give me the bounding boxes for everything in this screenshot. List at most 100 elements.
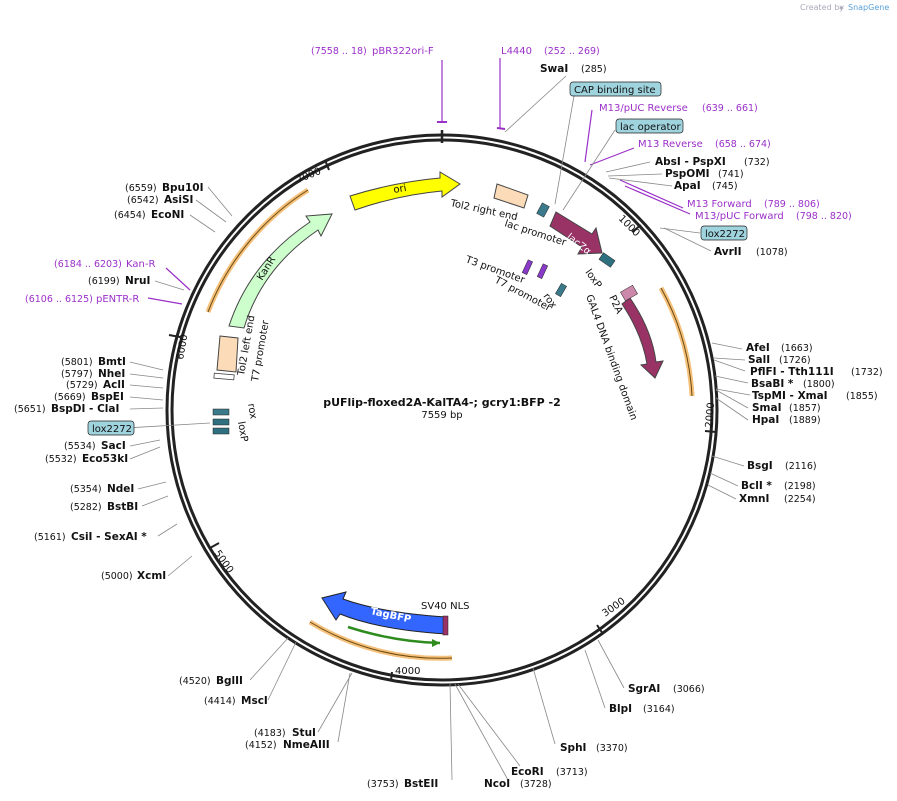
green-orf-arc: [347, 625, 441, 645]
svg-text:BspEI: BspEI: [91, 391, 124, 403]
enzyme-bmti[interactable]: (5801)BmtI: [61, 356, 126, 368]
lox2272-box-right[interactable]: lox2272: [700, 225, 748, 241]
enzyme-acli[interactable]: (5729)AclI: [66, 379, 125, 391]
svg-text:(6542): (6542): [127, 195, 159, 206]
primer-m13-forward[interactable]: M13 Forward (789 .. 806): [687, 199, 820, 210]
enzyme-bcli[interactable]: BclI *(2198): [741, 480, 816, 492]
ori-feature[interactable]: [349, 171, 461, 211]
t3-promoter-feature[interactable]: [521, 259, 534, 275]
enzyme-eco53ki[interactable]: (5532)Eco53kI: [45, 453, 128, 465]
svg-text:(789 .. 806): (789 .. 806): [764, 199, 820, 210]
tol2-left-end-feature[interactable]: [216, 335, 239, 373]
enzyme-sphi[interactable]: SphI(3370): [560, 742, 628, 754]
enzyme-bspdi-clai[interactable]: (5651)BspDI - ClaI: [14, 403, 119, 415]
tick-6000: 6000: [168, 334, 190, 361]
sv40-nls-feature[interactable]: [442, 615, 449, 636]
enzyme-nrui[interactable]: (6199)NruI: [88, 275, 150, 287]
lox2272-label-right: lox2272: [705, 229, 745, 240]
enzyme-smai[interactable]: SmaI(1857): [752, 402, 821, 414]
enzyme-nmeaiii[interactable]: (4152)NmeAIII: [245, 739, 330, 751]
svg-text:StuI: StuI: [292, 727, 316, 739]
enzyme-tspmi-xmai[interactable]: TspMI - XmaI(1855): [752, 390, 878, 402]
enzyme-absi-pspxi[interactable]: AbsI - PspXI(732): [655, 156, 770, 168]
lacz-alpha-feature[interactable]: [549, 211, 603, 255]
enzyme-nhei[interactable]: (5797) NheI: [61, 368, 125, 380]
svg-text:(3370): (3370): [596, 743, 628, 754]
enzyme-csii-sexai[interactable]: (5161)CsiI - SexAI *: [34, 531, 147, 543]
loxp-feature-right[interactable]: [598, 252, 616, 268]
enzyme-bsabi[interactable]: BsaBI *(1800): [751, 378, 835, 390]
lac-operator-box[interactable]: lac operator: [615, 118, 684, 134]
enzyme-bglii[interactable]: (4520)BglII: [179, 675, 243, 687]
enzyme-asisi[interactable]: (6542) AsiSI: [127, 194, 193, 206]
t7-promoter-left-mark[interactable]: [213, 372, 235, 381]
svg-text:(1078): (1078): [756, 247, 788, 258]
enzyme-bstbi[interactable]: (5282)BstBI: [70, 501, 138, 513]
enzyme-bspei[interactable]: (5669) BspEI: [54, 391, 124, 403]
primer-pbr322ori-f[interactable]: (7558 .. 18) pBR322ori-F: [311, 46, 434, 57]
svg-text:(5797): (5797): [61, 369, 93, 380]
enzyme-xcmi[interactable]: (5000)XcmI: [101, 570, 166, 582]
enzyme-sali[interactable]: SalI(1726): [748, 354, 811, 366]
enzyme-apai[interactable]: ApaI(745): [674, 180, 738, 192]
svg-text:NheI: NheI: [98, 368, 125, 380]
enzyme-econi[interactable]: (6454)EcoNI: [114, 209, 184, 221]
primer-l4440[interactable]: L4440 (252 .. 269): [501, 46, 600, 57]
plasmid-name: pUFlip-floxed2A-KalTA4-; gcry1:BFP -2: [323, 396, 561, 409]
primer-m13-reverse[interactable]: M13 Reverse (658 .. 674): [638, 139, 771, 150]
enzyme-sgrai[interactable]: SgrAI(3066): [628, 683, 705, 695]
enzyme-ndei[interactable]: (5354)NdeI: [70, 483, 134, 495]
svg-text:(5532): (5532): [45, 454, 77, 465]
primer-m13-puc-forward[interactable]: M13/pUC Forward (798 .. 820): [695, 211, 852, 222]
lox2272-feature-left[interactable]: [212, 427, 230, 435]
enzyme-avrii[interactable]: AvrII(1078): [714, 246, 788, 258]
t7-promoter-feature[interactable]: [536, 263, 549, 279]
snapgene-logo-icon: ✦: [838, 4, 845, 13]
svg-text:Kan-R: Kan-R: [126, 259, 155, 270]
svg-text:MscI: MscI: [241, 695, 268, 707]
enzyme-ncoi[interactable]: NcoI(3728): [484, 778, 552, 790]
tick-2000: 2000: [704, 402, 717, 433]
enzyme-pflfi-tth111i[interactable]: PflFI - Tth111I(1732): [750, 366, 883, 378]
enzyme-bpu10i[interactable]: (6559)Bpu10I: [125, 182, 204, 194]
enzyme-pspomi[interactable]: PspOMI(741): [665, 168, 744, 180]
ori-label: ori: [393, 183, 408, 196]
svg-text:SalI: SalI: [748, 354, 770, 366]
enzyme-afei[interactable]: AfeI(1663): [746, 342, 813, 354]
enzyme-saci[interactable]: (5534)SacI: [64, 440, 126, 452]
cap-binding-site-box[interactable]: CAP binding site: [569, 81, 662, 97]
sv40-nls-label: SV40 NLS: [421, 601, 470, 612]
enzyme-ecori[interactable]: EcoRI(3713): [511, 766, 588, 778]
tick-7000: 7000: [295, 159, 330, 186]
svg-text:(6106 .. 6125): (6106 .. 6125): [25, 294, 93, 305]
lox2272-box-left[interactable]: lox2272: [87, 420, 135, 436]
lac-operator-mark[interactable]: [536, 202, 550, 218]
kanr-feature[interactable]: [228, 213, 333, 329]
svg-text:BspDI - ClaI: BspDI - ClaI: [51, 403, 119, 415]
gal4-feature[interactable]: [621, 297, 664, 379]
cap-binding-site-label: CAP binding site: [574, 85, 656, 96]
enzyme-swai[interactable]: SwaI(285): [540, 63, 607, 75]
svg-text:EcoNI: EcoNI: [151, 209, 184, 221]
svg-text:(5669): (5669): [54, 392, 86, 403]
enzyme-bsteii[interactable]: (3753)BstEII: [367, 778, 438, 790]
p2a-feature[interactable]: [620, 284, 638, 302]
enzyme-stui[interactable]: (4183)StuI: [254, 727, 316, 739]
primer-kan-r[interactable]: (6184 .. 6203) Kan-R: [54, 259, 155, 270]
loxp-feature-left[interactable]: [212, 418, 230, 426]
enzyme-hpai[interactable]: HpaI(1889): [752, 414, 821, 426]
enzyme-msci[interactable]: (4414)MscI: [204, 695, 268, 707]
enzyme-bsgi[interactable]: BsgI(2116): [747, 460, 817, 472]
enzyme-xmni[interactable]: XmnI(2254): [739, 493, 816, 505]
svg-text:M13/pUC Forward: M13/pUC Forward: [695, 211, 784, 222]
primer-m13-puc-reverse[interactable]: M13/pUC Reverse (639 .. 661): [599, 103, 758, 114]
rox-feature-right[interactable]: [555, 282, 567, 298]
tol2-right-end-feature[interactable]: [493, 183, 529, 209]
rox-feature-left[interactable]: [212, 408, 230, 416]
svg-text:2000: 2000: [704, 402, 717, 428]
tagbfp-feature[interactable]: [321, 591, 447, 635]
enzyme-blpi[interactable]: BlpI(3164): [609, 703, 675, 715]
svg-text:AsiSI: AsiSI: [164, 194, 193, 206]
primer-pentr-r[interactable]: (6106 .. 6125) pENTR-R: [25, 294, 139, 305]
